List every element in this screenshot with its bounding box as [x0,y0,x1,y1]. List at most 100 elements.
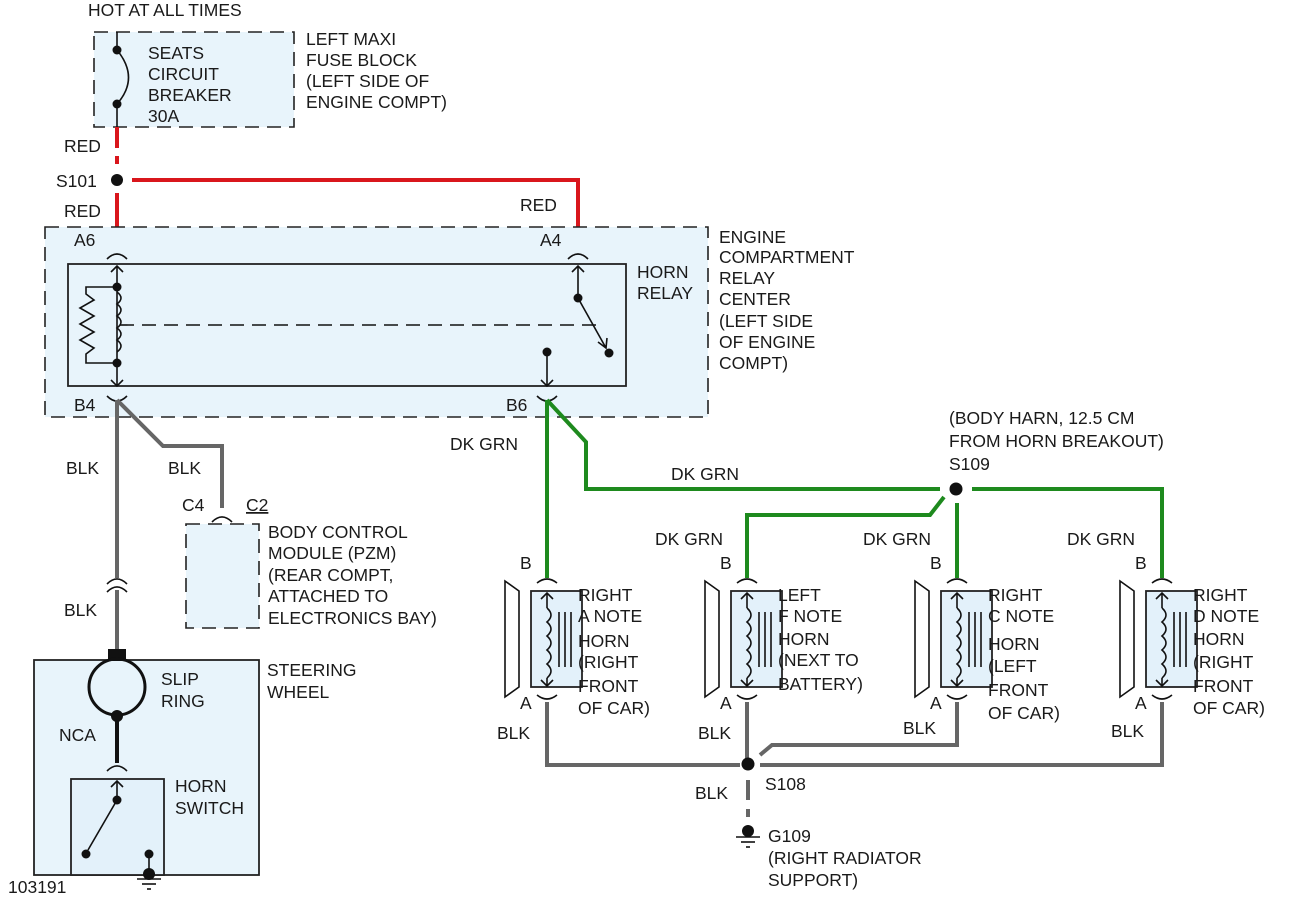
circuit-breaker-icon [116,49,130,105]
fuse-block: HOT AT ALL TIMES SEATS CIRCUIT BREAKER 3… [88,0,447,128]
wire-color-label: BLK [66,458,99,478]
horn-label-line: HORN [988,634,1040,654]
arrow-up-icon [540,591,554,600]
horn-label-line: F NOTE [778,606,842,626]
pin-label: C4 [182,495,205,515]
relay-center-location-line: CENTER [719,289,791,309]
connector-c4 [211,516,233,523]
figure-id: 103191 [8,877,66,897]
horn-label-line: (RIGHT [1193,652,1254,672]
power-source-label: HOT AT ALL TIMES [88,0,242,20]
arrow-down-icon [950,679,964,688]
arrow-up-icon [1155,591,1169,600]
splice-s108 [741,757,755,771]
arrow-down-icon [540,379,554,388]
bcm-label-line: BODY CONTROL [268,522,408,542]
fuse-location-line: (LEFT SIDE OF [306,71,429,91]
connector-a [536,694,558,700]
splice-label: S101 [56,171,97,191]
horn-bell-icon [1119,579,1135,699]
blk-wire-horn-c [758,702,959,757]
pin-label: A [720,693,732,713]
splice-label: S109 [949,454,990,474]
steering-location-line: WHEEL [267,682,330,702]
horn-label-line: (LEFT [988,656,1037,676]
relay-label-line: RELAY [637,283,693,303]
connector-a6 [106,253,128,260]
wire-color-label: DK GRN [863,529,931,549]
arrow-up-icon [950,591,964,600]
horn-body [940,590,993,688]
fuse-location-line: FUSE BLOCK [306,50,417,70]
connector-a4 [567,253,589,260]
horn-label-line: FRONT [1193,676,1254,696]
nca-label: NCA [59,725,96,745]
arrow-down-icon [740,679,754,688]
arrow-down-icon [110,379,124,388]
connector-horn-switch [106,765,128,772]
horn-body [730,590,783,688]
blk-b4-circuit: BLK BLK BLK [64,398,224,652]
connector-label: C2 [246,495,268,515]
relay-center-location-line: ENGINE [719,227,786,247]
horn-switch-arm [87,799,118,851]
pin-label: A [930,693,942,713]
horn-label-line: A NOTE [578,606,642,626]
horn-body [530,590,583,688]
inline-connector [106,586,128,593]
wire-color-label: DK GRN [1067,529,1135,549]
ground-g109 [742,825,754,837]
pin-label: A6 [74,230,95,250]
bcm-label-line: MODULE (PZM) [268,543,396,563]
fuse-location-line: ENGINE COMPT) [306,92,447,112]
bcm-label-line: ATTACHED TO [268,586,388,606]
horn-label-line: LEFT [778,585,821,605]
relay-center: A6 A4 B4 B6 HORN RELAY ENGINE COMPARTMEN… [44,226,855,418]
s109-location-line: FROM HORN BREAKOUT) [949,431,1164,451]
horn-coil-icon [745,607,752,679]
wire-color-label: DK GRN [671,464,739,484]
dk-grn-wire-horn-f [745,495,946,578]
horn-label-line: RIGHT [988,585,1043,605]
pin-label: B [1135,553,1147,573]
horn-label-line: (RIGHT [578,652,639,672]
ground-icon [137,878,161,890]
horn-label-line: OF CAR) [578,698,650,718]
horn-bell-icon [704,579,720,699]
relay-center-location-line: COMPARTMENT [719,247,855,267]
relay-center-location-line: COMPT) [719,353,788,373]
dk-grn-circuit: DK GRN DK GRN DK GRN DK GRN DK GRN (BODY… [450,398,1164,578]
bcm-outline [185,523,260,629]
horn-switch-label-line: HORN [175,776,227,796]
blk-ground-circuit: S108 BLK G109 (RIGHT RADIATOR SUPPORT) [545,702,1164,890]
horn-label-line: FRONT [578,676,639,696]
blk-wire-horn-d [760,702,1164,767]
wire-color-label: BLK [168,458,201,478]
connector-b [736,578,758,584]
fuse-location-line: LEFT MAXI [306,29,396,49]
connector-a [736,694,758,700]
arrow-up-icon [740,591,754,600]
horn-label-line: D NOTE [1193,606,1259,626]
connector-a [946,694,968,700]
pin-label: B [520,553,532,573]
pin-label: B [720,553,732,573]
splice-s101 [111,174,123,186]
relay-coil-icon [115,291,122,353]
horn-label-line: RIGHT [578,585,633,605]
horn-bell-icon [504,579,520,699]
horn-label-line: BATTERY) [778,674,863,694]
horn-relay-box [67,263,627,387]
wire-color-label: BLK [695,783,728,803]
arrow-up-icon [571,264,585,273]
connector-a [1151,694,1173,700]
pin-label: A [520,693,532,713]
arrow-down-icon [1155,679,1169,688]
relay-center-location-line: RELAY [719,268,775,288]
horn-label-line: (NEXT TO [778,650,859,670]
blk-wire-to-bcm [115,398,224,508]
